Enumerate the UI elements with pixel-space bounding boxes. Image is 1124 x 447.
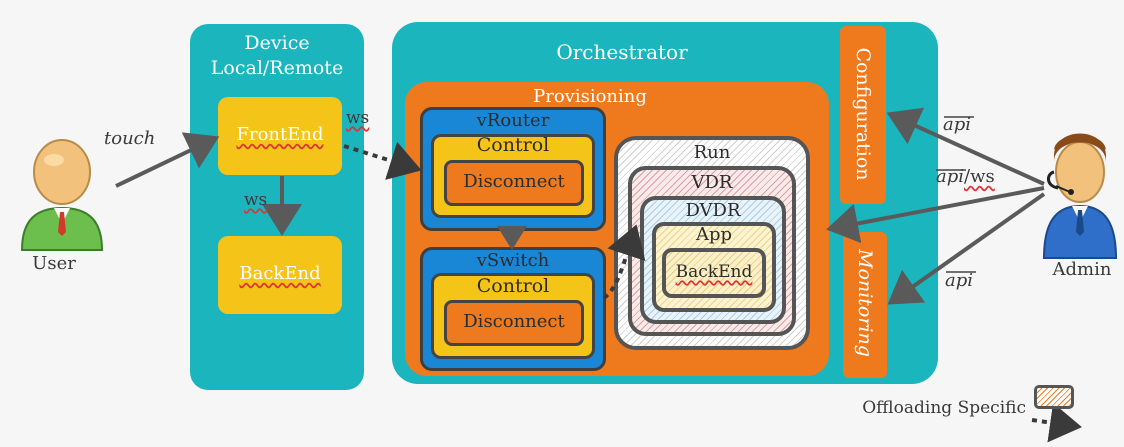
admin-to-configuration-arrow bbox=[886, 107, 1045, 186]
provisioning-title: Provisioning bbox=[533, 86, 647, 107]
user-figure bbox=[14, 128, 110, 252]
ws-frontend-backend-label: ws bbox=[244, 190, 268, 210]
run-backend-label: BackEnd bbox=[675, 262, 753, 282]
app-title: App bbox=[695, 224, 733, 245]
api-monitoring-label: api bbox=[945, 270, 974, 291]
run-backend-box bbox=[662, 248, 766, 298]
device-backend-label: BackEnd bbox=[239, 263, 321, 284]
device-backend-box bbox=[218, 236, 342, 314]
vrouter-disconnect-box bbox=[444, 160, 584, 206]
user-icon bbox=[20, 139, 104, 251]
monitoring-box bbox=[843, 232, 887, 378]
vswitch-to-run-arrow bbox=[602, 224, 646, 300]
admin-icon bbox=[1042, 133, 1118, 259]
device-title-line2: Local/Remote bbox=[210, 57, 344, 79]
api-ws-provisioning-label: api/ws bbox=[936, 166, 1046, 187]
vrouter-control-label: Control bbox=[476, 134, 550, 156]
frontend-to-provisioning-arrow bbox=[343, 141, 422, 180]
api-ws-provisioning-label-ws: /ws bbox=[964, 166, 995, 187]
device-title-line1: Device bbox=[244, 32, 310, 54]
touch-edge-label: touch bbox=[104, 128, 156, 149]
vdr-title: VDR bbox=[691, 172, 733, 193]
vswitch-title: vSwitch bbox=[476, 250, 550, 271]
api-configuration-label: api bbox=[943, 114, 972, 135]
admin-figure bbox=[1040, 122, 1120, 260]
run-title: Run bbox=[693, 142, 731, 163]
admin-label: Admin bbox=[1052, 259, 1112, 280]
touch-arrow bbox=[115, 132, 220, 188]
frontend-label: FrontEnd bbox=[236, 124, 324, 145]
vswitch-control-label: Control bbox=[476, 275, 550, 297]
legend-label: Offloading Specific bbox=[862, 398, 1026, 418]
admin-to-provisioning-arrow bbox=[826, 186, 1045, 244]
api-ws-provisioning-label-api: api bbox=[936, 166, 965, 187]
frontend-box bbox=[218, 97, 342, 175]
vswitch-disconnect-box bbox=[444, 300, 584, 346]
vrouter-disconnect-label: Disconnect bbox=[463, 171, 565, 192]
admin-to-monitoring-arrow bbox=[887, 192, 1046, 305]
user-label: User bbox=[32, 253, 76, 274]
configuration-box bbox=[840, 26, 886, 204]
ws-frontend-provisioning-label: ws bbox=[346, 108, 370, 128]
legend-hatch-swatch bbox=[1034, 385, 1074, 409]
vswitch-disconnect-label: Disconnect bbox=[463, 311, 565, 332]
orchestrator-title: Orchestrator bbox=[556, 40, 688, 64]
legend-dotted-arrow bbox=[1031, 402, 1082, 443]
vrouter-title: vRouter bbox=[476, 110, 550, 131]
dvdr-title: DVDR bbox=[685, 200, 741, 221]
